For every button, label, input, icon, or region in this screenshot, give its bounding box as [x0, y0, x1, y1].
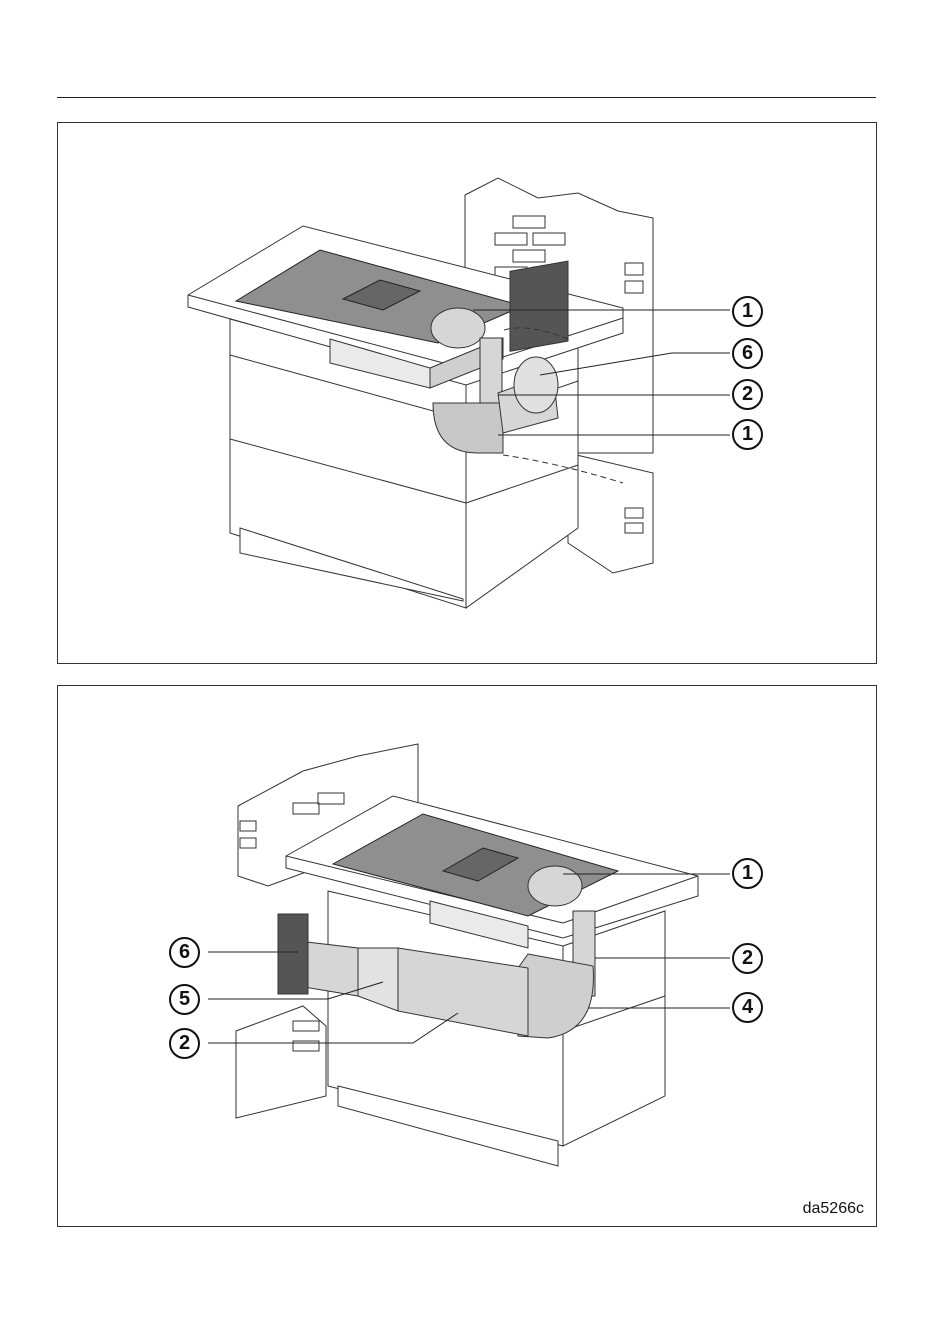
callout-bot-2l: 2 [169, 1028, 200, 1059]
callout-bot-4: 4 [732, 992, 763, 1023]
duct-connector-top [431, 308, 485, 348]
callout-bot-1: 1 [732, 858, 763, 889]
duct-connector-top [528, 866, 582, 906]
wall-block-lower [568, 453, 653, 573]
wall-grille [278, 914, 308, 994]
callout-bot-2r: 2 [732, 943, 763, 974]
installation-diagram-bottom: 1 2 4 6 5 2 da5266c [57, 685, 877, 1227]
callout-top-6: 6 [732, 338, 763, 369]
callout-top-2: 2 [732, 379, 763, 410]
header-rule [57, 97, 876, 98]
figure-code: da5266c [803, 1200, 864, 1218]
callout-bot-6: 6 [169, 937, 200, 968]
callout-top-1b: 1 [732, 419, 763, 450]
callout-bot-5: 5 [169, 984, 200, 1015]
callout-top-1a: 1 [732, 296, 763, 327]
wall-block-lower [236, 1006, 326, 1118]
wall-grille [510, 261, 568, 351]
installation-diagram-top: 1 6 2 1 [57, 122, 877, 664]
